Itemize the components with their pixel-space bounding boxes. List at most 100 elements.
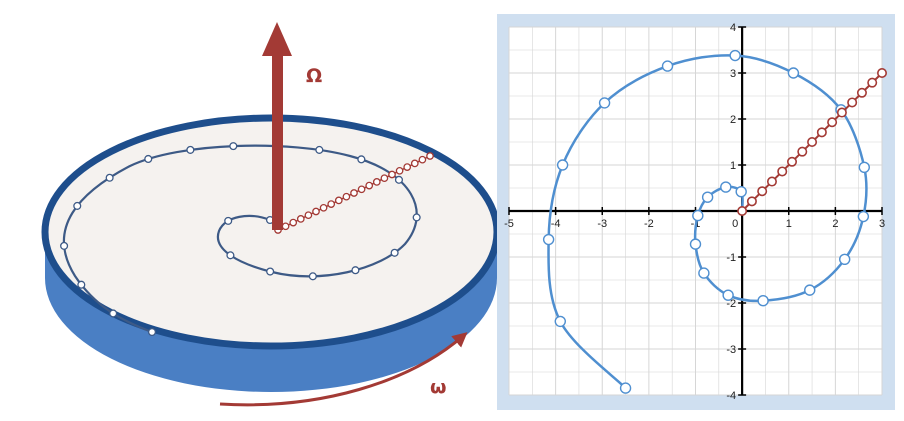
small-omega-arrow: ω (219, 332, 468, 407)
small-omega-label: ω (430, 376, 447, 398)
spiral-point (839, 253, 851, 265)
disk-radial-marker (289, 218, 298, 227)
disk-radial-marker (342, 192, 351, 201)
spiral-point (804, 284, 816, 296)
radial-point (777, 166, 788, 177)
disk-spiral-marker (105, 173, 114, 182)
y-tick-label: 3 (730, 68, 736, 80)
disk-radial-marker (312, 207, 320, 216)
big-omega-label: Ω (306, 65, 322, 87)
spiral-point (701, 191, 714, 203)
x-tick-label: -5 (504, 218, 514, 230)
y-tick-label: 2 (730, 114, 736, 126)
radial-point (867, 77, 878, 88)
radial-point (876, 68, 887, 79)
disk-spiral-marker (147, 327, 157, 337)
radial-point (797, 146, 808, 157)
disk-radial-marker (304, 211, 313, 220)
x-tick-label: 3 (879, 218, 885, 230)
disk-radial-marker (410, 159, 419, 168)
spiral-point (554, 315, 566, 328)
spiral-point (692, 209, 704, 222)
disk-spiral-marker (266, 267, 275, 276)
disk-radial-marker (426, 152, 434, 160)
spiral-point (720, 181, 732, 193)
spiral-point (857, 210, 870, 223)
spiral-point (619, 382, 632, 394)
x-tick-label: -4 (551, 218, 561, 230)
disk-spiral-marker (394, 175, 404, 184)
x-tick-label: 0 (732, 218, 738, 230)
radial-point (847, 97, 858, 108)
x-tick-label: 2 (832, 218, 838, 230)
disk-radial-marker (365, 181, 374, 190)
disk-spiral-marker (412, 213, 421, 222)
disk-spiral-marker (77, 280, 86, 289)
disk-radial-marker (395, 166, 404, 175)
radial-point (766, 176, 777, 187)
disk-radial-marker (372, 178, 381, 186)
disk-radial-marker (350, 189, 358, 197)
big-omega-arrow-head (262, 22, 292, 56)
disk-spiral-marker (315, 145, 324, 154)
small-omega-arrow-curve (219, 332, 468, 407)
y-tick-label: -4 (726, 390, 736, 402)
big-omega-arrow-shaft (272, 52, 283, 230)
spiral-point (729, 49, 741, 62)
disk-radial-marker (403, 163, 412, 171)
disk-radial-marker (281, 222, 290, 231)
spiral-point (689, 238, 702, 250)
radial-point (827, 117, 838, 128)
spiral-point (556, 159, 569, 171)
radial-line-series (737, 68, 887, 217)
chart-series (542, 49, 887, 394)
disk-spiral-marker (308, 272, 317, 281)
spiral-point (542, 233, 555, 246)
disk-spiral-marker (229, 142, 238, 151)
disk-spiral-marker (390, 248, 399, 257)
disk-radial-marker (357, 185, 366, 194)
y-tick-label: -2 (726, 298, 736, 310)
disk-radial-markers (274, 152, 434, 234)
disk-spiral-marker (144, 154, 153, 164)
disk-side (45, 232, 497, 392)
y-tick-label: -1 (726, 252, 736, 264)
disk-spiral-marker (357, 155, 366, 164)
radial-point (787, 156, 798, 167)
disk-radial-marker (319, 203, 328, 212)
disk-spiral-marker (226, 251, 235, 260)
disk-radial-marker (418, 155, 427, 164)
disk-radial-marker (334, 196, 343, 205)
spiral-point (757, 295, 769, 307)
spiral-point (722, 289, 734, 301)
spiral-point (698, 267, 710, 279)
spiral-point (787, 67, 800, 79)
spiral-point (598, 97, 611, 109)
x-tick-label: -3 (597, 218, 607, 230)
radial-point (807, 137, 818, 148)
radial-point (816, 127, 827, 138)
disk-spiral-marker (73, 201, 82, 210)
radial-point (856, 87, 867, 98)
disk-radial-marker (380, 174, 389, 183)
radial-point (757, 186, 768, 197)
big-omega-arrow: Ω (262, 22, 322, 230)
disk-radial-marker (388, 170, 396, 179)
disk-spiral-marker (60, 241, 69, 250)
disk-spiral-marker (186, 145, 195, 154)
spiral-point (735, 185, 747, 198)
y-tick-label: 4 (730, 22, 736, 34)
disk-radial-marker (327, 200, 336, 208)
radial-point (836, 107, 847, 118)
disk-spiral-marker (109, 309, 118, 318)
spiral-point (661, 60, 674, 72)
x-tick-label: -2 (644, 218, 654, 230)
radial-point (746, 196, 757, 207)
disk-spiral-marker (351, 266, 360, 275)
spiral-series (542, 49, 870, 394)
disk-radial-marker (296, 215, 305, 223)
radial-point (737, 206, 748, 217)
